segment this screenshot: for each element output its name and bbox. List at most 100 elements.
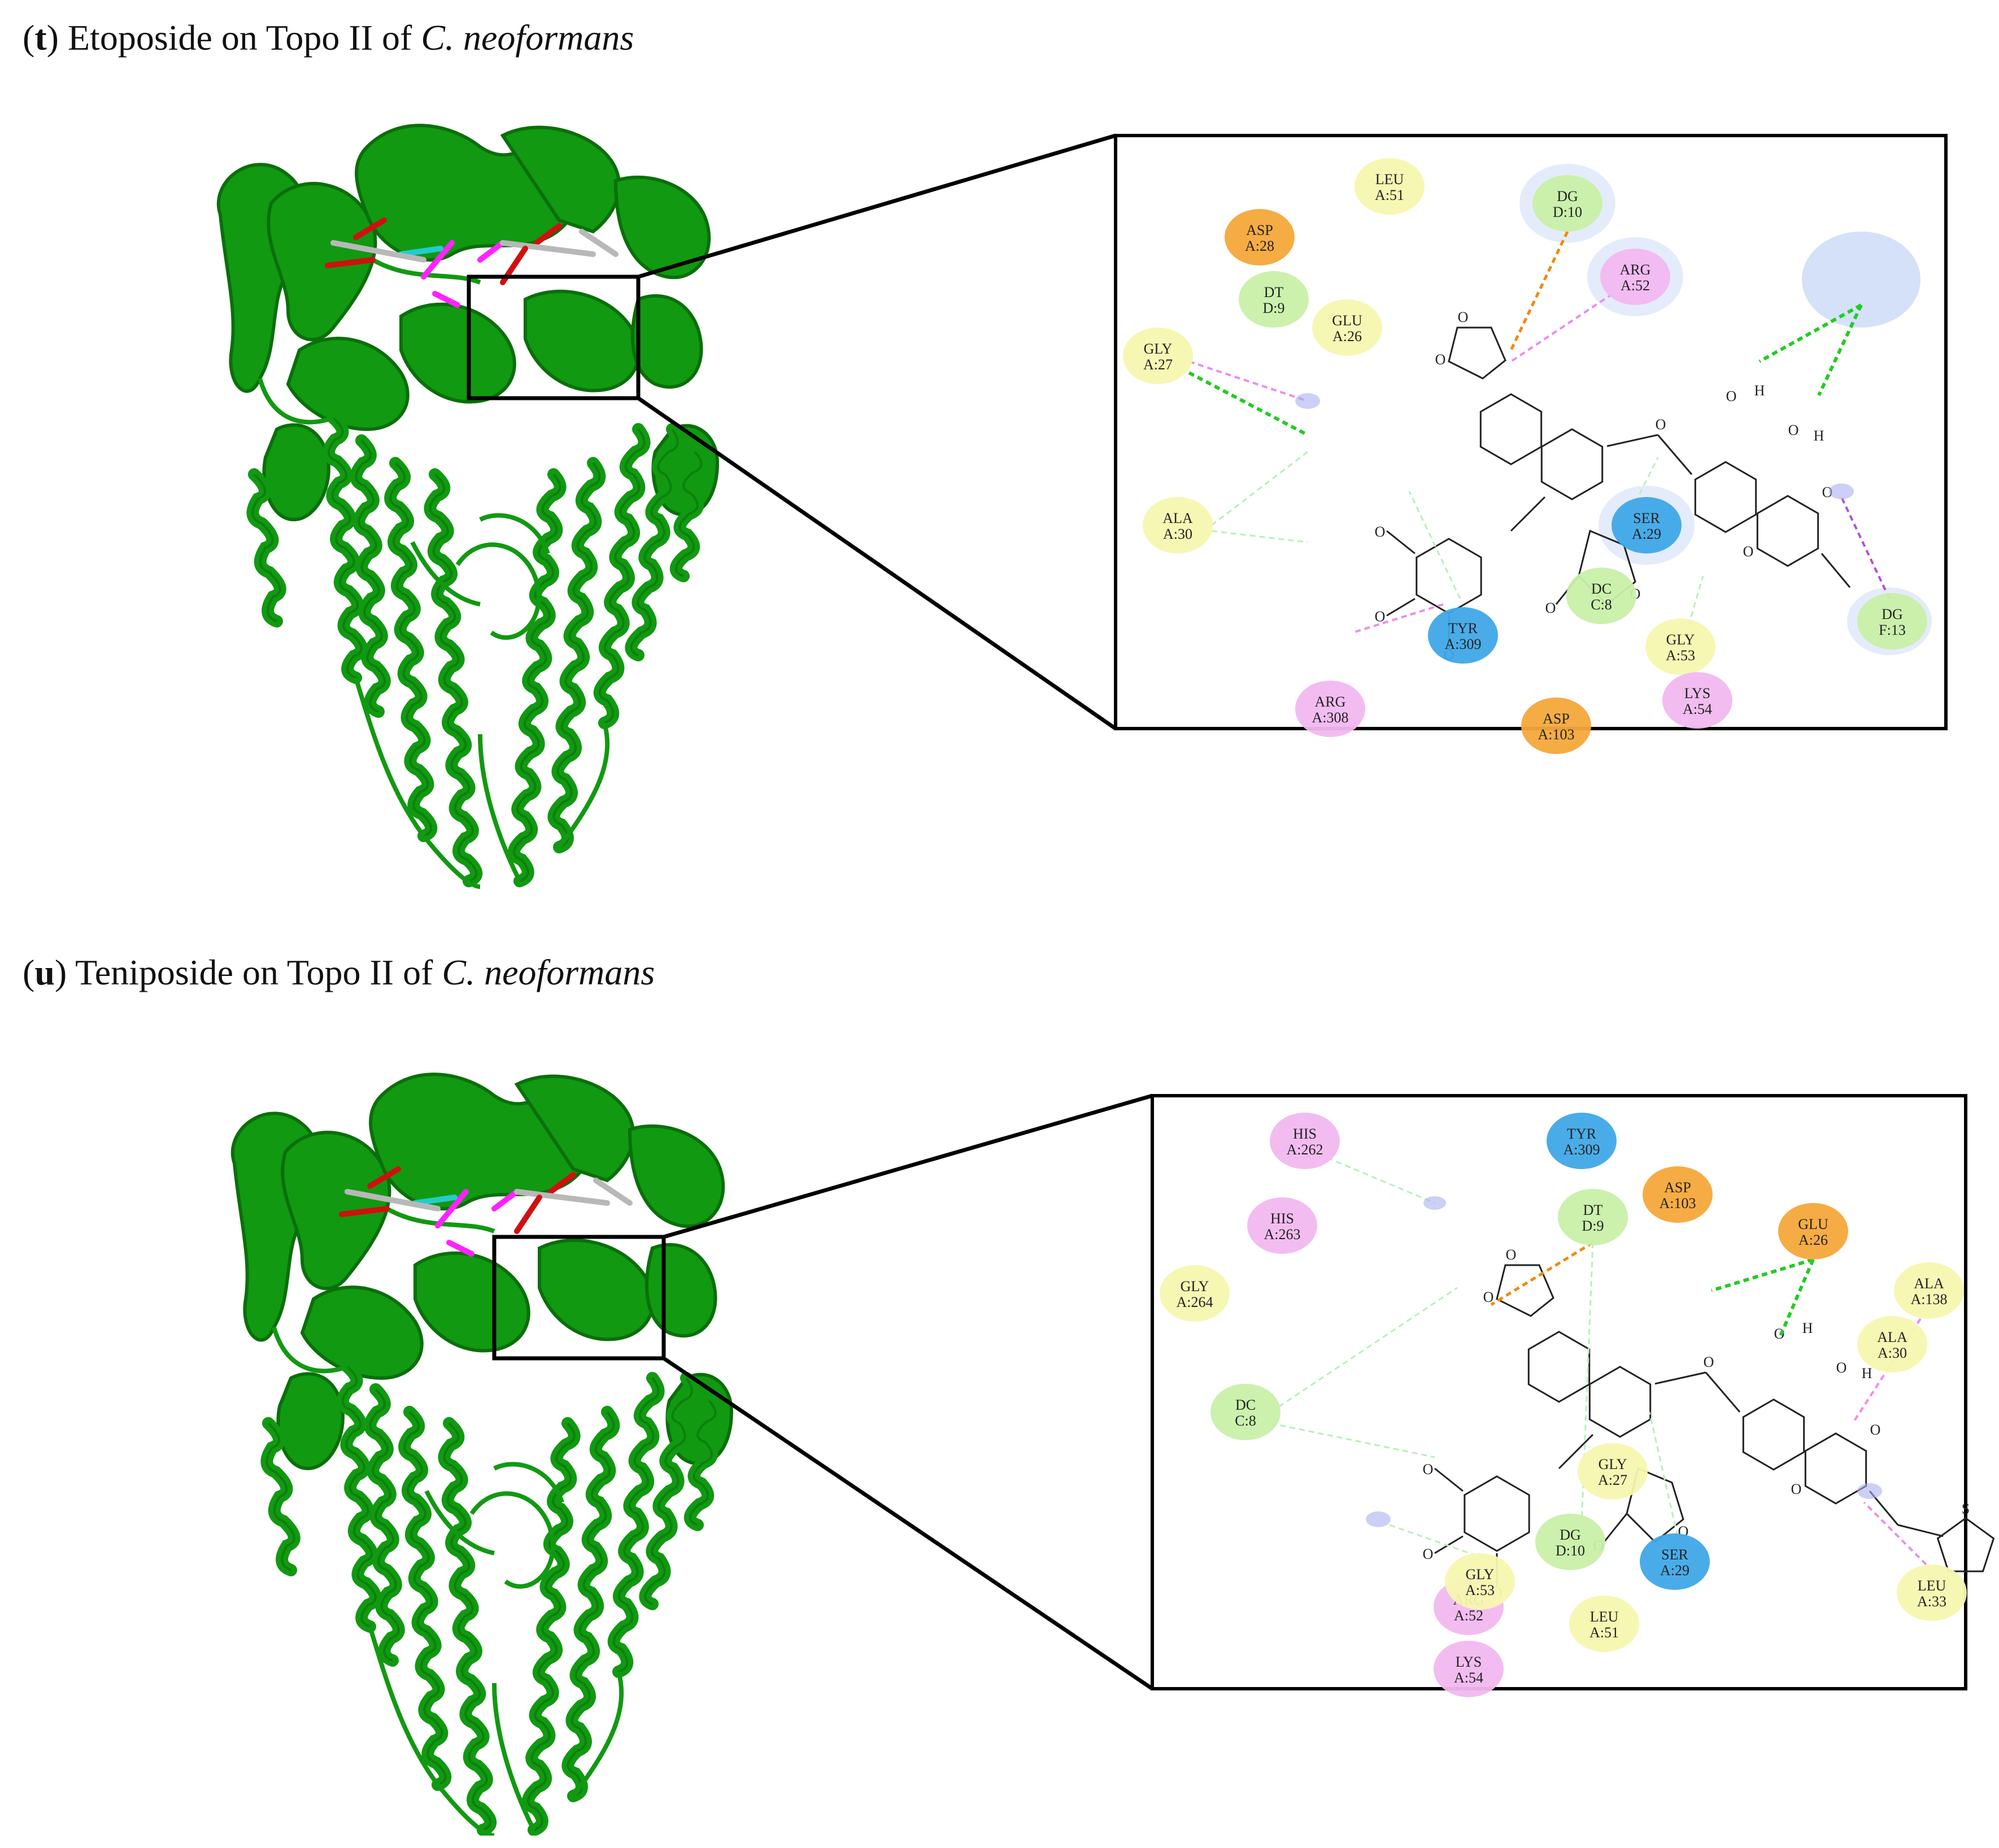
residue-disc-t-8 — [1612, 497, 1682, 553]
residue-disc-u-9 — [1210, 1384, 1281, 1440]
protein-loop-t-4 — [455, 542, 541, 640]
ligand-atom-t-h2: H — [1814, 428, 1824, 444]
protein-domain-t-4 — [613, 175, 711, 280]
ligand-atom-t-o11: O — [1743, 543, 1754, 560]
residue-u-11: DGD:10 — [1535, 1514, 1605, 1570]
protein-domain-u-3 — [514, 1074, 635, 1183]
dna-strand-u-1 — [367, 1166, 401, 1189]
ligand-bond-t-b5 — [1386, 530, 1416, 555]
protein-helix-edge-u-8 — [265, 1422, 295, 1571]
residue-name-t-3: ARG — [1620, 261, 1651, 278]
ligand-ring-u-dioxole — [1496, 1264, 1554, 1317]
protein-domain-t-1 — [267, 182, 377, 342]
protein-helix-u-5 — [561, 1406, 620, 1802]
protein-helix-edge-u-7 — [644, 1377, 693, 1605]
residue-disc-t-13 — [1857, 593, 1927, 650]
dna-strand-t-8 — [500, 240, 596, 257]
interaction-line-u-l3 — [1327, 1157, 1435, 1204]
protein-helix-edge-t-8 — [251, 473, 281, 622]
residue-name-u-8: ALA — [1877, 1329, 1907, 1345]
caption-t-text: Etoposide on Topo II of — [67, 18, 421, 58]
ligand-atom-u-o9: O — [1774, 1326, 1785, 1342]
protein-loop-u-1 — [492, 1683, 536, 1831]
residue-name-t-14: ARG — [1315, 694, 1346, 710]
protein-domain-u-6 — [413, 1251, 530, 1353]
pi-center-u-2 — [1423, 1196, 1446, 1210]
ligand-atom-u-o6: O — [1423, 1461, 1434, 1477]
residue-chain-u-12: A:29 — [1660, 1562, 1689, 1579]
dna-strand-t-6 — [579, 229, 619, 257]
ligand-atom-t-o12: O — [1822, 484, 1833, 500]
residue-chain-u-2: A:103 — [1660, 1195, 1696, 1211]
protein-domain-u-5 — [300, 1285, 424, 1380]
dna-strand-u-5 — [548, 1172, 576, 1195]
ligand-bond-t-b6 — [1386, 598, 1416, 617]
residue-chain-t-1: D:10 — [1553, 204, 1582, 220]
ligand-bond-u-b9 — [1897, 1524, 1944, 1537]
residue-chain-t-4: D:9 — [1263, 300, 1285, 316]
residue-name-t-11: TYR — [1448, 620, 1478, 637]
residue-chain-u-7: A:138 — [1911, 1291, 1948, 1307]
caption-u-species: C. neoformans — [442, 952, 655, 992]
ligand-bond-u-b3 — [1705, 1372, 1741, 1413]
residue-chain-u-17: A:54 — [1454, 1670, 1483, 1686]
residue-chain-u-4: D:9 — [1582, 1218, 1604, 1234]
ligand-atom-u-o2: O — [1483, 1289, 1494, 1305]
pi-center-t-0 — [1829, 483, 1854, 499]
ligand-ring-u-central — [1588, 1366, 1652, 1438]
residue-u-9: DCC:8 — [1210, 1384, 1281, 1440]
residue-chain-t-12: A:54 — [1683, 701, 1712, 717]
protein-helix-edge-t-2 — [389, 462, 433, 837]
protein-loop-u-7 — [493, 1462, 564, 1503]
protein-domain-u-8 — [645, 1243, 717, 1338]
protein-loop-t-2 — [421, 834, 481, 889]
dna-strand-t-7 — [330, 240, 426, 263]
ligand-atom-t-o3: O — [1656, 416, 1666, 433]
residue-disc-u-13 — [1897, 1564, 1967, 1621]
residue-disc-u-4 — [1558, 1189, 1628, 1245]
residue-t-9: DCC:8 — [1566, 568, 1636, 624]
ligand-atom-t-o6: O — [1375, 524, 1386, 540]
interaction-line-t-l9 — [1408, 491, 1461, 599]
protein-helix-edge-t-1 — [355, 439, 386, 713]
zoom-box-u — [492, 1235, 666, 1361]
ligand-atom-u-h1: H — [1802, 1320, 1813, 1336]
residue-chain-t-15: A:103 — [1538, 726, 1575, 743]
ligand-atom-u-h2: H — [1862, 1365, 1872, 1381]
residue-name-t-4: DT — [1264, 284, 1284, 300]
leader-line-top-u — [663, 1093, 1153, 1239]
residue-chain-t-10: A:53 — [1666, 647, 1695, 664]
residue-chain-t-2: A:28 — [1245, 238, 1274, 254]
ligand-atom-u-o1: O — [1506, 1246, 1517, 1263]
dna-strand-t-5 — [534, 223, 562, 246]
leader-line-bottom-u — [663, 1357, 1153, 1690]
protein-loop-t-0 — [354, 677, 426, 838]
residue-chain-u-3: A:263 — [1264, 1226, 1301, 1243]
residue-name-u-2: ASP — [1664, 1179, 1691, 1196]
protein-loop-u-5 — [386, 1206, 495, 1234]
residue-chain-t-9: C:8 — [1591, 596, 1612, 613]
protein-helix-t-3 — [424, 468, 483, 887]
residue-name-u-10: GLY — [1599, 1456, 1627, 1472]
residue-name-t-8: SER — [1633, 510, 1660, 526]
residue-chain-t-11: A:309 — [1445, 636, 1482, 652]
panel-t-figure: OOOOOOOOOOOOHHLEUA:51DGD:10ASPA:28ARGA:5… — [216, 124, 1948, 889]
residue-name-u-15: GLY — [1466, 1566, 1495, 1583]
protein-helix-edge-u-2 — [403, 1411, 447, 1786]
ligand-atom-t-o1: O — [1458, 309, 1469, 325]
protein-loop-t-6 — [258, 377, 334, 425]
protein-helix-edge-u-1 — [369, 1388, 400, 1662]
dna-strand-t-2 — [421, 240, 455, 280]
interaction-line-t-l1 — [1510, 293, 1614, 363]
ligand-bond-u-b4 — [1603, 1513, 1628, 1542]
protein-domain-t-8 — [631, 294, 703, 389]
interaction-line-t-l6 — [1211, 451, 1308, 526]
pi-center-u-0 — [1857, 1483, 1882, 1499]
residue-disc-u-8 — [1857, 1316, 1927, 1372]
